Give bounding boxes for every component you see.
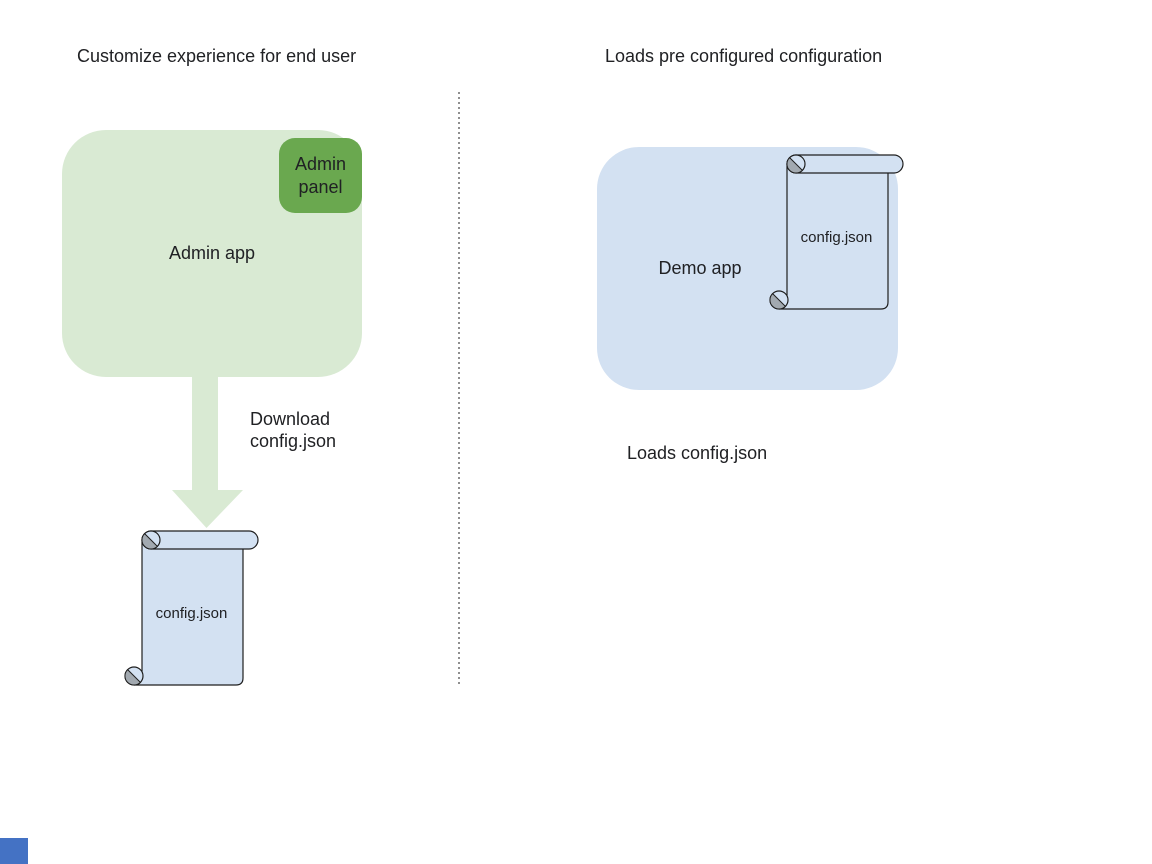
scroll-icon (124, 530, 259, 686)
scroll-icon (769, 154, 904, 310)
section-divider (458, 92, 460, 686)
corner-blue-square (0, 838, 28, 864)
config-json-label: config.json (155, 605, 228, 622)
demo-app-label: Demo app (658, 258, 742, 278)
config-json-label: config.json (800, 229, 873, 246)
admin-app-label: Admin app (168, 243, 256, 263)
admin-panel-label: Admin panel (294, 153, 347, 197)
admin-panel-box: Admin panel (279, 138, 362, 213)
loads-config-caption: Loads config.json (627, 443, 768, 463)
admin-app-box: Admin app Admin panel (62, 130, 362, 377)
demo-app-label-wrap: Demo app (597, 147, 803, 390)
left-section-heading: Customize experience for end user (77, 46, 357, 66)
config-json-scroll-right: config.json (769, 154, 904, 310)
download-arrow-icon (172, 374, 243, 528)
config-json-scroll-left: config.json (124, 530, 259, 686)
right-section-heading: Loads pre configured configuration (605, 46, 883, 66)
download-arrow-label: Download config.json (250, 409, 337, 451)
